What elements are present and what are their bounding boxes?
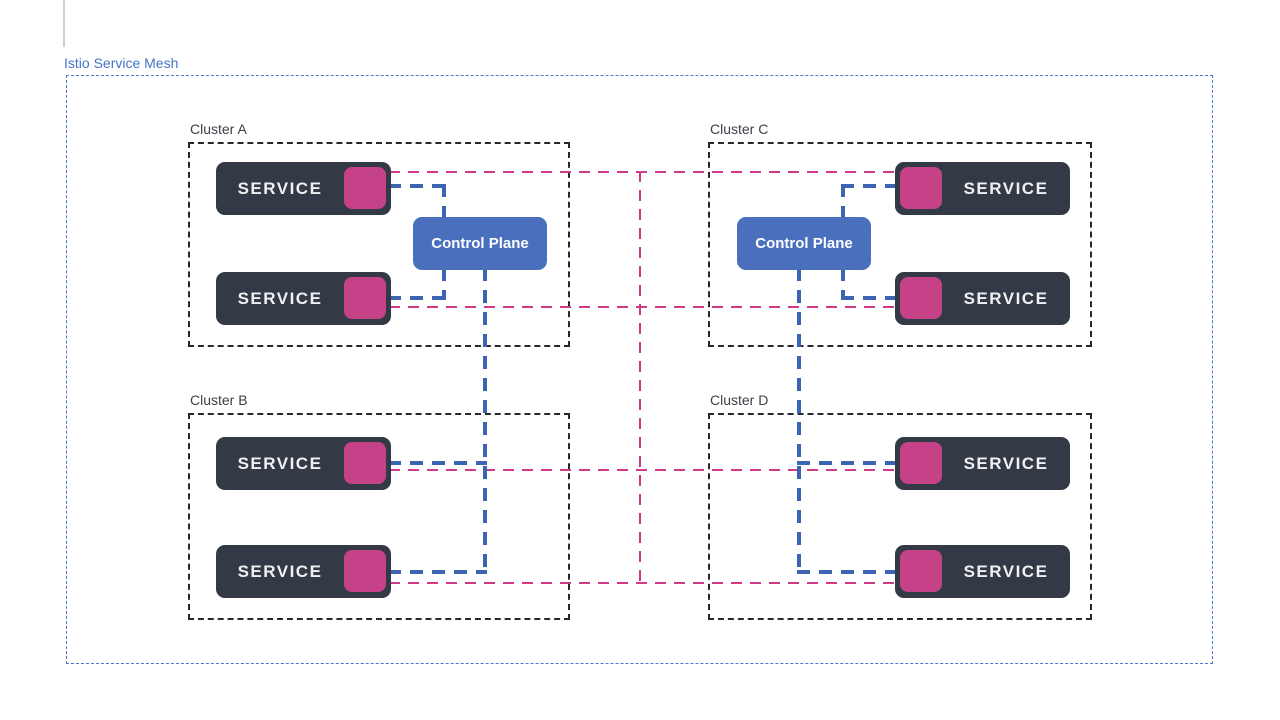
control-plane-a-label: Control Plane xyxy=(431,235,529,252)
sidecar-proxy-icon xyxy=(900,442,942,484)
cluster-d-boundary xyxy=(708,413,1092,620)
service-a1: SERVICE xyxy=(216,162,391,215)
sidecar-proxy-icon xyxy=(900,277,942,319)
mesh-boundary xyxy=(66,75,1213,664)
service-b1-label: SERVICE xyxy=(237,453,323,473)
service-a2: SERVICE xyxy=(216,272,391,325)
service-a1-label: SERVICE xyxy=(237,178,323,198)
cluster-b-boundary xyxy=(188,413,570,620)
cluster-d-label: Cluster D xyxy=(710,392,769,408)
sidecar-proxy-icon xyxy=(900,550,942,592)
service-c2-label: SERVICE xyxy=(963,288,1049,308)
sidecar-proxy-icon xyxy=(344,277,386,319)
cluster-c-boundary xyxy=(708,142,1092,347)
service-b2: SERVICE xyxy=(216,545,391,598)
control-plane-c-label: Control Plane xyxy=(755,235,853,252)
sidecar-proxy-icon xyxy=(900,167,942,209)
control-plane-c: Control Plane xyxy=(737,217,871,270)
cluster-a-boundary xyxy=(188,142,570,347)
service-b2-label: SERVICE xyxy=(237,561,323,581)
cluster-c: Cluster C SERVICE SERVICE Control Plane xyxy=(708,121,1092,347)
service-b1: SERVICE xyxy=(216,437,391,490)
service-c1: SERVICE xyxy=(895,162,1070,215)
service-d1: SERVICE xyxy=(895,437,1070,490)
sidecar-proxy-icon xyxy=(344,442,386,484)
cluster-c-label: Cluster C xyxy=(710,121,769,137)
cluster-a: Cluster A SERVICE SERVICE Control Plane xyxy=(188,121,570,347)
service-c1-label: SERVICE xyxy=(963,178,1049,198)
screen-edge-artifact-line xyxy=(63,0,65,47)
mesh-title: Istio Service Mesh xyxy=(64,55,179,71)
sidecar-proxy-icon xyxy=(344,167,386,209)
service-a2-label: SERVICE xyxy=(237,288,323,308)
control-plane-a: Control Plane xyxy=(413,217,547,270)
service-d2-label: SERVICE xyxy=(963,561,1049,581)
service-d2: SERVICE xyxy=(895,545,1070,598)
service-d1-label: SERVICE xyxy=(963,453,1049,473)
cluster-d: Cluster D SERVICE SERVICE xyxy=(708,392,1092,620)
cluster-b-label: Cluster B xyxy=(190,392,248,408)
cluster-b: Cluster B SERVICE SERVICE xyxy=(188,392,570,620)
cluster-a-label: Cluster A xyxy=(190,121,247,137)
sidecar-proxy-icon xyxy=(344,550,386,592)
service-c2: SERVICE xyxy=(895,272,1070,325)
